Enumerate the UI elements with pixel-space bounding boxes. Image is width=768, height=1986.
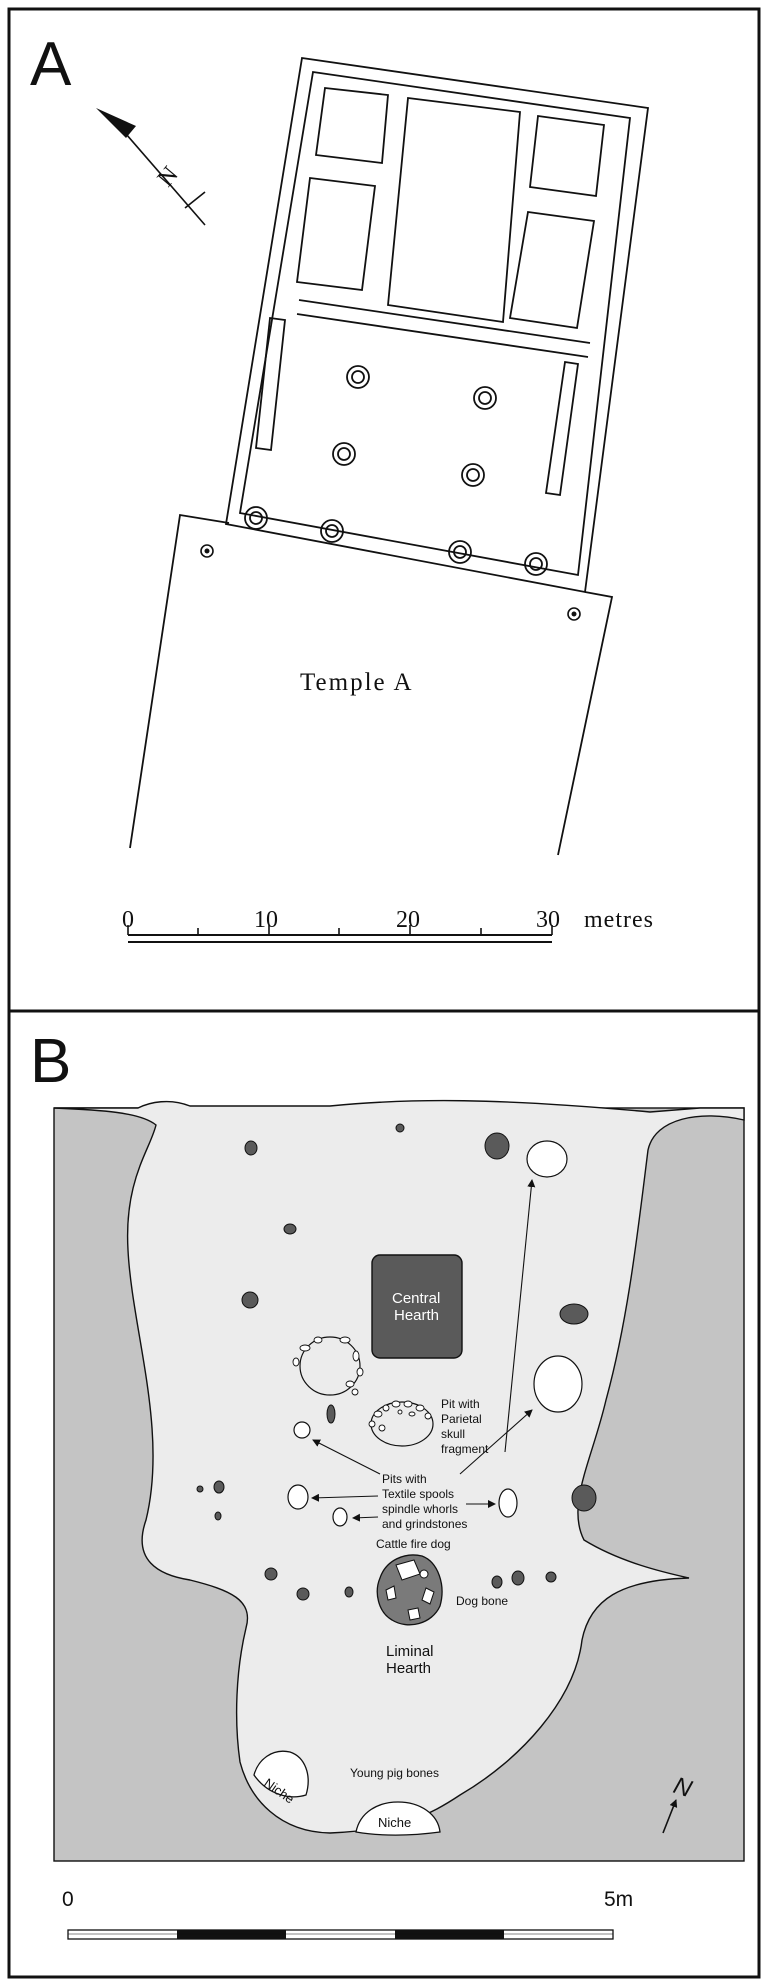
panel-a-letter: A: [30, 30, 72, 99]
niche-bottom: [355, 1801, 441, 1836]
column-base: [346, 365, 370, 389]
post-hole: [296, 1587, 310, 1601]
scale-a-tick-label: 30: [536, 907, 560, 933]
liminal-hearth-label: Hearth: [386, 1660, 431, 1677]
scale-bar-b: 0 5m: [62, 1888, 633, 1940]
pits-textile-label: Textile spools: [382, 1487, 454, 1501]
post-hole: [196, 1485, 204, 1493]
temple-a-plan: [129, 56, 650, 856]
forecourt-posts: [200, 544, 581, 621]
pits: [287, 1140, 583, 1527]
room-rear-left-front: [295, 176, 377, 292]
dog-bone-label: Dog bone: [456, 1594, 508, 1608]
post-hole: [283, 1223, 297, 1235]
scale-bar-a: 0 10 20 30 metres: [122, 907, 654, 943]
pit: [498, 1488, 518, 1518]
post-hole: [214, 1511, 222, 1521]
column-base: [524, 552, 548, 576]
column-base: [332, 442, 356, 466]
young-pig-bones-label: Young pig bones: [350, 1766, 439, 1780]
column-base: [448, 540, 472, 564]
pit-with-parietal-skull: [368, 1400, 434, 1447]
house-floor: [53, 1099, 745, 1834]
cross-wall-outer: [298, 299, 591, 344]
scale-b-end-label: 5m: [604, 1888, 633, 1911]
cattle-fire-dog-stones: [385, 1559, 435, 1621]
north-arrow-b-shaft: [662, 1799, 678, 1834]
post-holes: [196, 1123, 597, 1601]
central-hearth: [371, 1254, 463, 1359]
room-rear-centre: [387, 96, 521, 324]
arrow: [504, 1179, 536, 1453]
niche-bottom-label: Niche: [378, 1815, 411, 1830]
pit: [332, 1507, 348, 1527]
arrow: [312, 1439, 381, 1475]
panel-a-frame: [7, 7, 761, 1013]
forecourt-wall-right: [557, 591, 614, 856]
pit: [287, 1484, 309, 1510]
post-hole: [484, 1132, 510, 1160]
hall-left-wall: [255, 316, 286, 452]
post-hole: [395, 1123, 405, 1133]
post-hole: [491, 1575, 503, 1589]
forecourt-wall: [129, 513, 230, 849]
pit: [526, 1140, 568, 1178]
cattle-fire-dog-label: Cattle fire dog: [376, 1537, 451, 1551]
column-base: [461, 463, 485, 487]
post-icon: [567, 607, 581, 621]
central-hearth-label: Central: [392, 1290, 440, 1307]
column-base: [320, 519, 344, 543]
niche-left: [253, 1750, 309, 1798]
scale-a-unit: metres: [584, 907, 654, 933]
column-base: [473, 386, 497, 410]
post-hole: [511, 1570, 525, 1586]
post-hole: [326, 1404, 336, 1424]
pits-textile-label: and grindstones: [382, 1517, 467, 1531]
room-rear-right-back: [529, 114, 605, 198]
pit-parietal-label: fragment: [441, 1442, 489, 1456]
scale-a-tick-label: 10: [254, 907, 278, 933]
arrow: [459, 1409, 533, 1475]
arrow: [311, 1493, 379, 1502]
room-rear-right-front: [508, 210, 596, 330]
hall-right-wall: [544, 360, 580, 497]
pit-with-stones-north: [292, 1336, 364, 1396]
pit: [293, 1421, 311, 1439]
central-hearth-label: Hearth: [394, 1307, 439, 1324]
north-arrow-shaft: [125, 133, 206, 226]
post-hole: [241, 1291, 259, 1309]
panel-b-letter: B: [30, 1027, 71, 1096]
pit: [533, 1355, 583, 1413]
scale-b-start-label: 0: [62, 1888, 74, 1911]
north-arrow-icon: [96, 108, 136, 138]
post-icon: [200, 544, 214, 558]
pit-parietal-label: Pit with: [441, 1397, 480, 1411]
pits-textile-label: spindle whorls: [382, 1502, 458, 1516]
temple-a-title: Temple A: [300, 669, 414, 696]
post-hole: [213, 1480, 225, 1494]
pit-parietal-label: skull: [441, 1427, 465, 1441]
column-bases: [244, 365, 548, 576]
cross-wall-inner: [296, 313, 589, 358]
post-hole: [559, 1303, 589, 1325]
scale-a-tick-label: 0: [122, 907, 134, 933]
liminal-hearth-label: Liminal: [386, 1643, 434, 1660]
post-hole: [244, 1140, 258, 1156]
post-hole: [571, 1484, 597, 1512]
scale-a-tick-label: 20: [396, 907, 420, 933]
pits-textile-label: Pits with: [382, 1472, 427, 1486]
annotation-arrows: [311, 1179, 536, 1522]
panel-b: B Niche Niche Central Hearth Liminal Hea…: [7, 1009, 761, 1979]
post-hole: [545, 1571, 557, 1583]
post-hole: [264, 1567, 278, 1581]
arrow: [352, 1513, 379, 1522]
north-arrow-crossbar: [184, 191, 206, 209]
column-base: [244, 506, 268, 530]
room-rear-left-back: [314, 87, 389, 165]
post-hole: [344, 1586, 354, 1598]
panel-a: A N: [7, 7, 761, 1013]
pit-parietal-label: Parietal: [441, 1412, 482, 1426]
